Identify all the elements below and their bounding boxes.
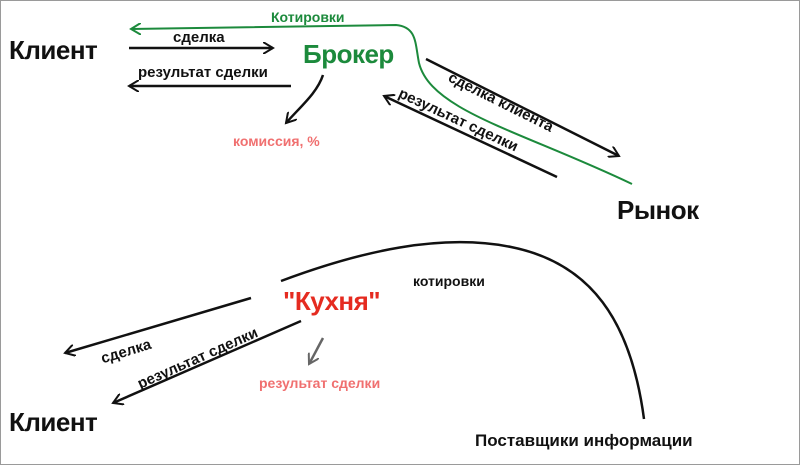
providers-label: Поставщики информации: [475, 431, 693, 450]
market-result-arrow: [384, 96, 558, 179]
top-deal-label: сделка: [173, 29, 225, 46]
broker-label: Брокер: [303, 39, 394, 69]
kitchen-label: "Кухня": [283, 286, 381, 316]
kitchen-result-curved-arrow: [309, 337, 325, 364]
commission-label: комиссия, %: [233, 133, 320, 149]
top-client-label: Клиент: [9, 35, 98, 65]
bottom-quotes-label: котировки: [413, 273, 485, 289]
market-label: Рынок: [617, 195, 699, 225]
quotes-flow-arrow: [131, 25, 633, 185]
top-deal-result-label: результат сделки: [138, 64, 268, 81]
kitchen-deal-arrow: [65, 296, 252, 353]
kitchen-result-label: результат сделки: [259, 375, 381, 391]
client-deal-arrow: [425, 57, 619, 156]
top-quotes-label: Котировки: [271, 9, 345, 25]
commission-arrow: [286, 74, 325, 123]
providers-quotes-curve: [280, 240, 646, 420]
kitchen-result-arrow: [113, 319, 302, 403]
bottom-client-label: Клиент: [9, 407, 98, 437]
